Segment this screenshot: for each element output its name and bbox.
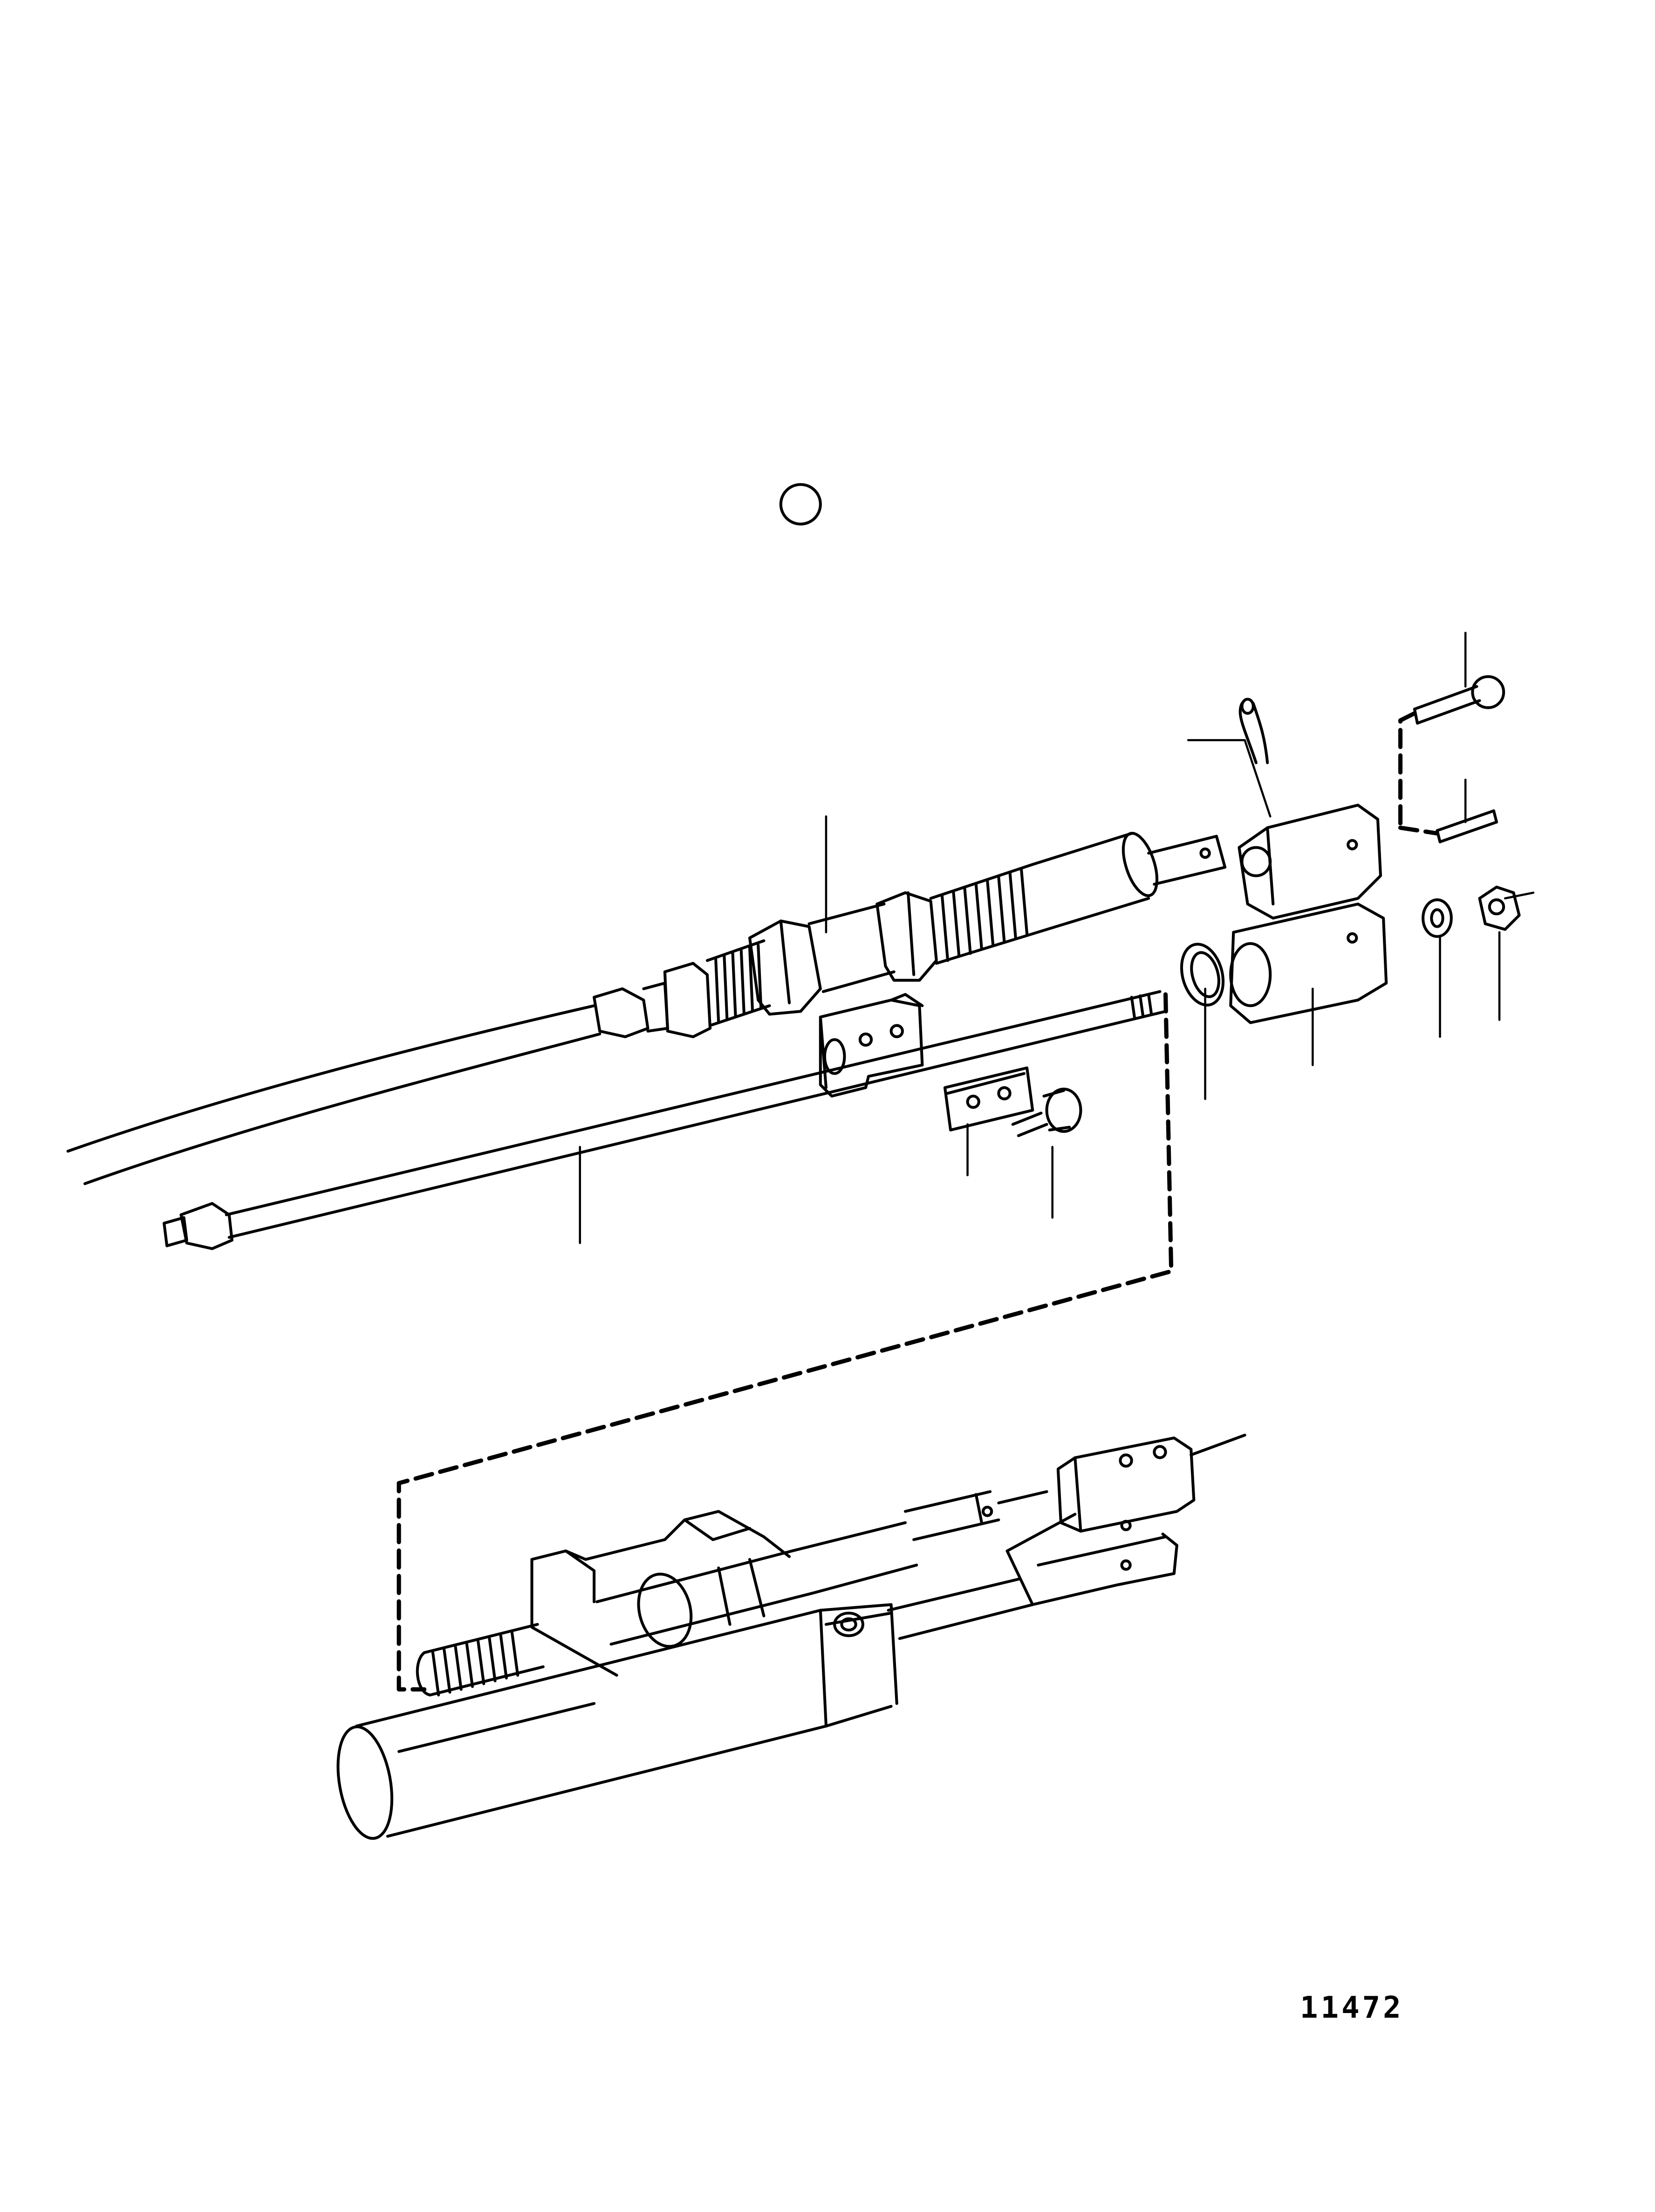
split-pin: [1238, 698, 1269, 764]
bolt: [1011, 1088, 1082, 1137]
nut: [1478, 885, 1521, 931]
leader-lines-upper: [579, 631, 1535, 1244]
actuator-assembly: [336, 1433, 1246, 1840]
threaded-rod: [163, 990, 1167, 1250]
dashed-connections: [397, 711, 1440, 1692]
control-cable: [66, 1004, 602, 1185]
cable-end-fitting: [593, 832, 1227, 1038]
clevis: [1229, 803, 1388, 1024]
reference-circle: [779, 483, 822, 526]
clamp-plate: [943, 1066, 1034, 1132]
washer: [1422, 898, 1453, 938]
small-pin: [1436, 809, 1498, 843]
figure-number: 11472: [1300, 1991, 1404, 2025]
clevis-pin: [1413, 675, 1505, 725]
clamp-bracket: [819, 993, 924, 1098]
circlip: [1180, 943, 1225, 1007]
